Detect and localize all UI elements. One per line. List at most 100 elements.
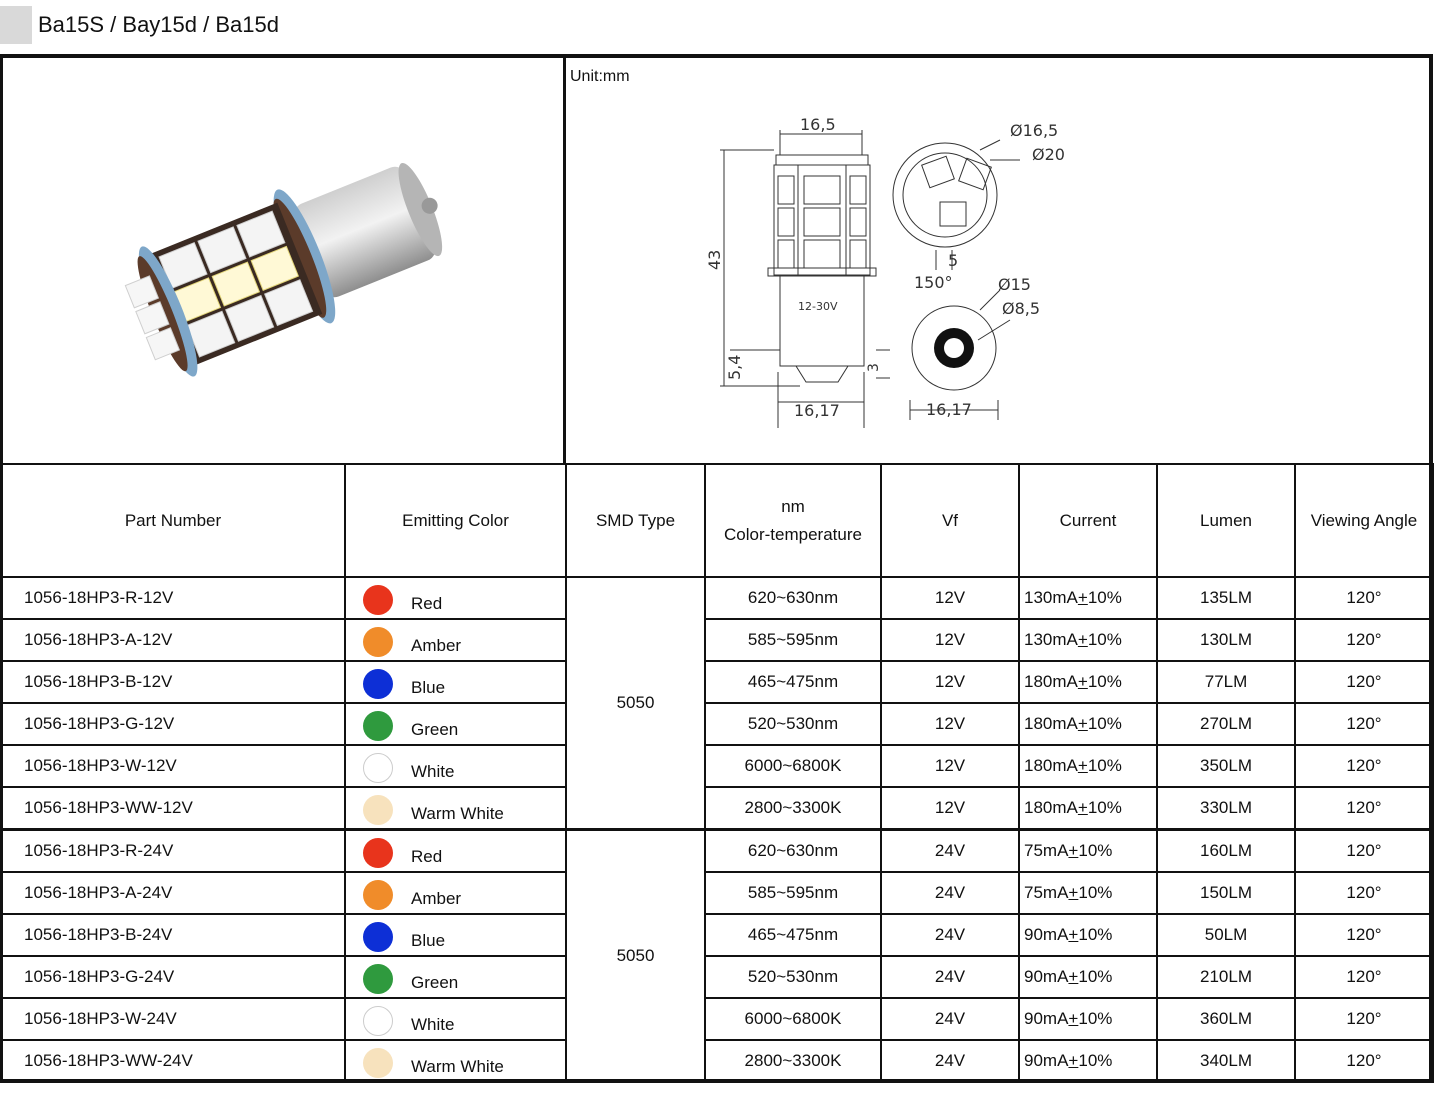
wavelength-cell: 520~530nm [704, 702, 882, 746]
tolerance-sign: + [1077, 714, 1088, 733]
dim-base-width-2: 16,17 [926, 400, 972, 419]
current-value: 180mA [1024, 672, 1078, 691]
vf-cell: 12V [880, 660, 1020, 704]
smd-type-cell: 5050 [565, 576, 706, 831]
part-number-cell: 1056-18HP3-B-24V [0, 913, 346, 957]
part-number-cell: 1056-18HP3-WW-12V [0, 786, 346, 831]
dim-base-width: 16,17 [794, 401, 840, 420]
color-name: Warm White [411, 1057, 504, 1076]
tolerance-value: 10% [1078, 925, 1113, 944]
wavelength-cell: 6000~6800K [704, 997, 882, 1041]
viewing-angle-cell: 120° [1294, 660, 1434, 704]
viewing-angle-cell: 120° [1294, 997, 1434, 1041]
color-swatch-icon [363, 585, 393, 615]
current-cell: 130mA+10% [1018, 576, 1158, 620]
viewing-angle-cell: 120° [1294, 786, 1434, 831]
color-swatch-icon [363, 669, 393, 699]
emitting-color-cell: Red [344, 576, 567, 620]
lumen-cell: 330LM [1156, 786, 1296, 831]
current-cell: 180mA+10% [1018, 744, 1158, 788]
tolerance-sign: + [1068, 841, 1079, 860]
emitting-color-cell: Amber [344, 618, 567, 662]
part-number-cell: 1056-18HP3-G-24V [0, 955, 346, 999]
tolerance-sign: + [1068, 883, 1079, 902]
tolerance-sign: + [1068, 925, 1079, 944]
emitting-color-cell: White [344, 997, 567, 1041]
tolerance-value: 10% [1087, 714, 1122, 733]
col-lumen: Lumen [1156, 463, 1296, 578]
dim-gap: 5 [948, 251, 958, 270]
lumen-cell: 360LM [1156, 997, 1296, 1041]
lumen-cell: 50LM [1156, 913, 1296, 957]
color-name: Green [411, 720, 459, 739]
part-number-cell: 1056-18HP3-W-24V [0, 997, 346, 1041]
current-cell: 75mA+10% [1018, 828, 1158, 873]
dim-d2: Ø20 [1032, 145, 1065, 164]
viewing-angle-cell: 120° [1294, 955, 1434, 999]
viewing-angle-cell: 120° [1294, 913, 1434, 957]
color-swatch-icon [363, 753, 393, 783]
tolerance-value: 10% [1087, 756, 1122, 775]
emitting-color-cell: White [344, 744, 567, 788]
current-value: 90mA [1024, 1009, 1069, 1028]
voltage-mark: 12-30V [798, 300, 838, 313]
tolerance-value: 10% [1078, 967, 1113, 986]
color-name: White [411, 1015, 455, 1034]
viewing-angle-cell: 120° [1294, 744, 1434, 788]
dim-d3: Ø15 [998, 275, 1031, 294]
vf-cell: 24V [880, 997, 1020, 1041]
dim-height: 43 [705, 250, 724, 270]
dim-pin-height: 5,4 [725, 355, 744, 380]
title-tab-marker [0, 6, 32, 44]
wavelength-cell: 465~475nm [704, 913, 882, 957]
color-swatch-icon [363, 838, 393, 868]
col-nm-line2: Color-temperature [724, 524, 862, 544]
col-part-number: Part Number [0, 463, 346, 578]
tolerance-value: 10% [1078, 883, 1113, 902]
vf-cell: 12V [880, 618, 1020, 662]
current-value: 90mA [1024, 1051, 1069, 1070]
lumen-cell: 135LM [1156, 576, 1296, 620]
color-name: Amber [411, 636, 462, 655]
emitting-color-cell: Blue [344, 660, 567, 704]
col-vf: Vf [880, 463, 1020, 578]
vf-cell: 24V [880, 955, 1020, 999]
viewing-angle-cell: 120° [1294, 1039, 1434, 1083]
tolerance-sign: + [1077, 798, 1088, 817]
current-cell: 180mA+10% [1018, 786, 1158, 831]
color-name: Amber [411, 889, 462, 908]
viewing-angle-cell: 120° [1294, 576, 1434, 620]
tolerance-value: 10% [1087, 798, 1122, 817]
dim-d4: Ø8,5 [1002, 299, 1040, 318]
tolerance-value: 10% [1078, 1009, 1113, 1028]
current-cell: 90mA+10% [1018, 955, 1158, 999]
current-cell: 180mA+10% [1018, 660, 1158, 704]
tolerance-value: 10% [1078, 841, 1113, 860]
part-number-cell: 1056-18HP3-R-24V [0, 828, 346, 873]
wavelength-cell: 2800~3300K [704, 1039, 882, 1083]
emitting-color-cell: Green [344, 702, 567, 746]
color-swatch-icon [363, 922, 393, 952]
tolerance-sign: + [1077, 588, 1088, 607]
image-divider [563, 54, 566, 464]
current-cell: 90mA+10% [1018, 1039, 1158, 1083]
viewing-angle-cell: 120° [1294, 618, 1434, 662]
current-cell: 130mA+10% [1018, 618, 1158, 662]
page-title: Ba15S / Bay15d / Ba15d [38, 12, 279, 37]
dim-d1: Ø16,5 [1010, 121, 1058, 140]
lumen-cell: 340LM [1156, 1039, 1296, 1083]
viewing-angle-cell: 120° [1294, 871, 1434, 915]
color-swatch-icon [363, 880, 393, 910]
color-name: Blue [411, 931, 446, 950]
color-name: Red [411, 847, 443, 866]
wavelength-cell: 585~595nm [704, 871, 882, 915]
dim-cap-height: 3 [866, 363, 882, 372]
